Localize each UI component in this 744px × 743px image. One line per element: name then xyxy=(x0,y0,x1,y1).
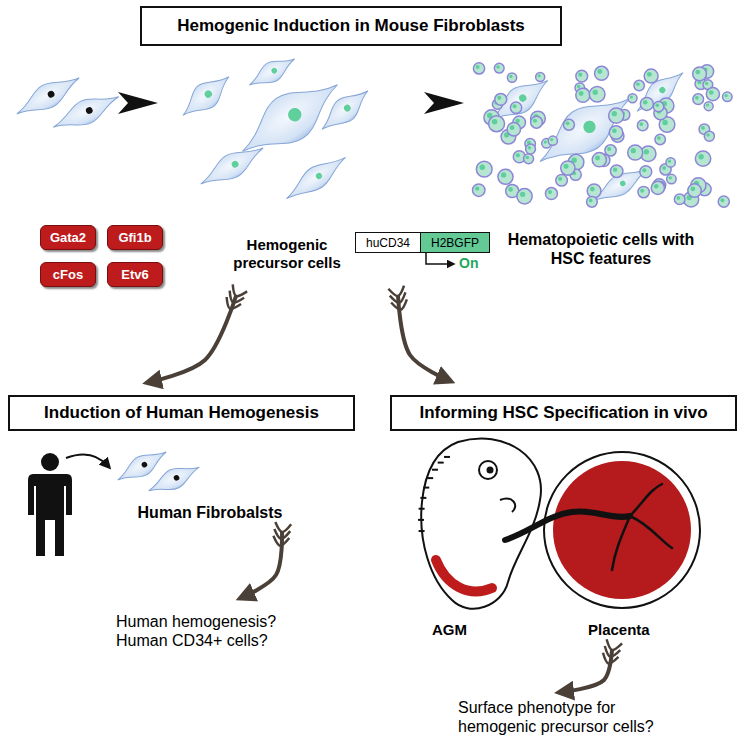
cell-body xyxy=(48,86,123,138)
cell-nucleus xyxy=(141,461,149,469)
figure-label: Hemogenic precursor cells xyxy=(222,236,352,272)
factor-box: Gata2 xyxy=(40,225,96,250)
box-text: Gfi1b xyxy=(118,230,151,245)
placenta-drawing xyxy=(505,452,700,608)
cell-nucleus xyxy=(343,103,352,112)
box-text: cFos xyxy=(53,267,83,282)
embryo-drawing xyxy=(418,439,541,609)
factor-box: cFos xyxy=(40,262,96,287)
cell-body xyxy=(144,458,203,500)
figure-label: On xyxy=(459,255,489,272)
precursor-cells xyxy=(175,50,376,207)
figure-label: AGM xyxy=(432,621,492,639)
cell-body xyxy=(527,80,642,179)
cell-body xyxy=(587,160,652,209)
cell-nucleus xyxy=(619,180,627,188)
cell-nucleus xyxy=(231,160,240,169)
sampling-arrow xyxy=(66,454,108,466)
figure-label: Hematopoietic cells with HSC features xyxy=(503,230,699,268)
box-text: Hemogenic Induction in Mouse Fibroblasts xyxy=(177,16,525,36)
cell-body xyxy=(280,148,352,207)
section-box: Induction of Human Hemogenesis xyxy=(8,395,355,431)
cell-nucleus xyxy=(518,93,528,103)
figure-label: Human hemogenesis? Human CD34+ cells? xyxy=(116,612,294,650)
cell-body xyxy=(175,67,238,125)
cell-body xyxy=(485,70,556,130)
cell-nucleus xyxy=(85,106,94,115)
fibroblast-cells xyxy=(11,68,124,138)
factor-box: Gfi1b xyxy=(107,225,163,250)
process-arrow xyxy=(424,92,464,114)
reporter-box: H2BGFP xyxy=(420,232,490,253)
branch-arrow xyxy=(150,284,247,382)
cell-body xyxy=(244,50,299,93)
reporter-arrow xyxy=(426,253,452,264)
box-text: Informing HSC Specification in vivo xyxy=(419,403,707,423)
result-arrow xyxy=(562,639,622,692)
promoter-box: huCD34 xyxy=(355,232,421,253)
section-box: Informing HSC Specification in vivo xyxy=(390,395,737,431)
cell-nucleus xyxy=(285,105,304,124)
human-silhouette xyxy=(28,453,72,556)
factor-box: Etv6 xyxy=(107,262,163,287)
cell-nucleus xyxy=(315,172,324,181)
cell-nucleus xyxy=(47,90,56,99)
blood-cells xyxy=(473,63,733,207)
branch-arrow xyxy=(388,286,448,380)
cell-body xyxy=(630,64,690,119)
cell-body xyxy=(314,82,375,139)
result-arrow xyxy=(243,522,291,597)
figure-label: Human Fibrobalsts xyxy=(112,503,308,522)
cell-nucleus xyxy=(203,89,213,99)
cell-nucleus xyxy=(270,67,278,75)
box-text: Gata2 xyxy=(50,230,86,245)
box-text: H2BGFP xyxy=(431,236,479,250)
figure-label: Placenta xyxy=(588,621,678,639)
figure-label: Surface phenotype for hemogenic precurso… xyxy=(458,698,696,736)
title-box: Hemogenic Induction in Mouse Fibroblasts xyxy=(140,6,562,46)
box-text: Induction of Human Hemogenesis xyxy=(44,403,319,423)
hematopoietic-spindles xyxy=(485,64,690,209)
cell-nucleus xyxy=(173,474,180,481)
cell-nucleus xyxy=(658,86,667,95)
human-fibroblast-cells xyxy=(113,443,204,500)
cell-nucleus xyxy=(581,118,598,135)
cell-body xyxy=(195,138,269,195)
box-text: huCD34 xyxy=(366,236,410,250)
box-text: Etv6 xyxy=(121,267,148,282)
process-arrow xyxy=(118,92,158,114)
